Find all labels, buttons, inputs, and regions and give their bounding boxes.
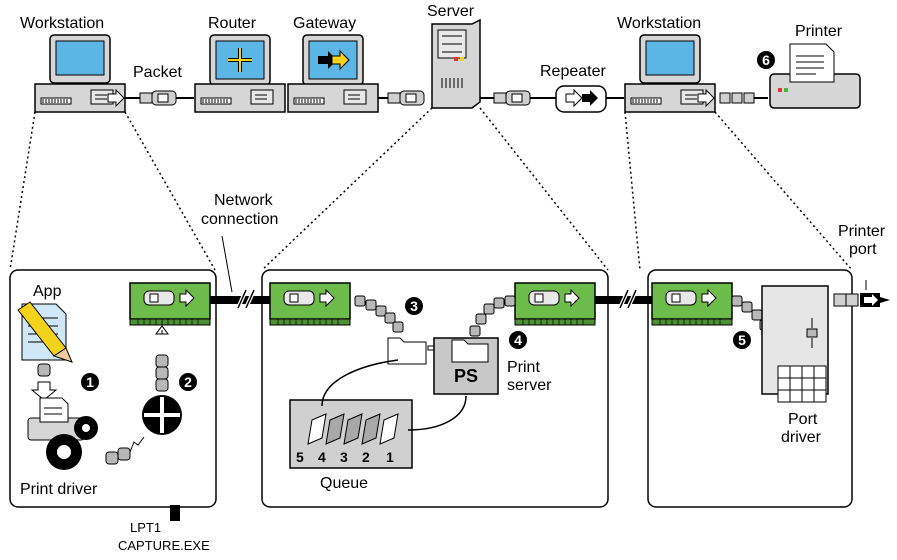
network-connection-label-1: Network <box>214 192 274 209</box>
network-card-2 <box>269 282 351 326</box>
network-connection-label-2: connection <box>201 211 278 228</box>
svg-text:5: 5 <box>738 332 746 348</box>
workstation-right <box>624 34 716 113</box>
packet-label: Packet <box>133 64 182 81</box>
workstation-left <box>34 34 126 113</box>
network-card-4 <box>651 282 733 326</box>
svg-text:2: 2 <box>184 374 192 390</box>
step-5-badge: 5 <box>733 331 751 349</box>
queue-box <box>289 399 413 469</box>
repeater-label: Repeater <box>540 63 606 80</box>
workstation-right-label: Workstation <box>617 15 701 32</box>
queue-numbers: 5 4 3 2 1 <box>296 449 394 465</box>
step-6-badge: 6 <box>757 51 775 69</box>
printer-port-plug <box>833 293 890 307</box>
print-server-label-1: Print <box>507 359 540 376</box>
gateway <box>287 34 379 113</box>
print-server-label-2: server <box>507 377 552 394</box>
network-card-3 <box>514 282 596 326</box>
gateway-label: Gateway <box>293 15 356 32</box>
router-label: Router <box>208 15 257 32</box>
repeater-plug-left <box>493 90 531 106</box>
port-driver-label-1: Port <box>788 411 818 428</box>
printer-label: Printer <box>795 23 843 40</box>
workstation-left-label: Workstation <box>20 15 104 32</box>
server-plug <box>387 90 425 106</box>
app-to-driver-chain <box>30 363 58 401</box>
print-server-box <box>433 337 499 395</box>
lpt1-port <box>170 505 180 521</box>
network-card-1 <box>129 282 211 326</box>
step-4-badge: 4 <box>509 331 527 349</box>
folder-icon-1 <box>387 337 427 365</box>
svg-text:3: 3 <box>410 298 418 314</box>
printer-port-label-2: port <box>849 241 877 258</box>
driver-to-capture-chain <box>105 325 182 465</box>
printer-port-label-1: Printer <box>838 223 886 240</box>
svg-text:4: 4 <box>514 332 522 348</box>
printer-cable <box>719 92 768 104</box>
svg-text:3: 3 <box>340 449 348 465</box>
port-driver-box <box>761 285 829 403</box>
svg-text:4: 4 <box>318 449 326 465</box>
svg-text:2: 2 <box>362 449 370 465</box>
queue-label: Queue <box>320 475 368 492</box>
folder-to-queue-line <box>321 359 399 407</box>
server <box>431 18 481 109</box>
svg-text:6: 6 <box>762 52 770 68</box>
port-driver-label-2: driver <box>781 429 822 446</box>
zoom-lines <box>9 107 853 271</box>
ps-to-card-chain <box>469 295 516 337</box>
lpt1-label: LPT1 <box>130 520 161 535</box>
svg-text:1: 1 <box>386 449 394 465</box>
svg-text:5: 5 <box>296 449 304 465</box>
queue-to-ps-line <box>407 395 467 431</box>
step-3-badge: 3 <box>405 297 423 315</box>
print-driver-label: Print driver <box>20 481 98 498</box>
step-1-badge: 1 <box>81 373 99 391</box>
svg-text:1: 1 <box>86 374 94 390</box>
app-document-icon <box>17 301 73 363</box>
repeater <box>555 85 607 113</box>
capture-label: CAPTURE.EXE <box>118 538 210 553</box>
packet-plug <box>139 90 177 106</box>
print-driver-printer <box>27 397 98 470</box>
card-to-folder-chain <box>354 295 404 333</box>
router <box>194 34 286 113</box>
server-label: Server <box>427 3 475 20</box>
step-2-badge: 2 <box>179 373 197 391</box>
printer <box>769 43 861 109</box>
ps-label: PS <box>454 366 478 386</box>
app-label: App <box>33 283 62 300</box>
